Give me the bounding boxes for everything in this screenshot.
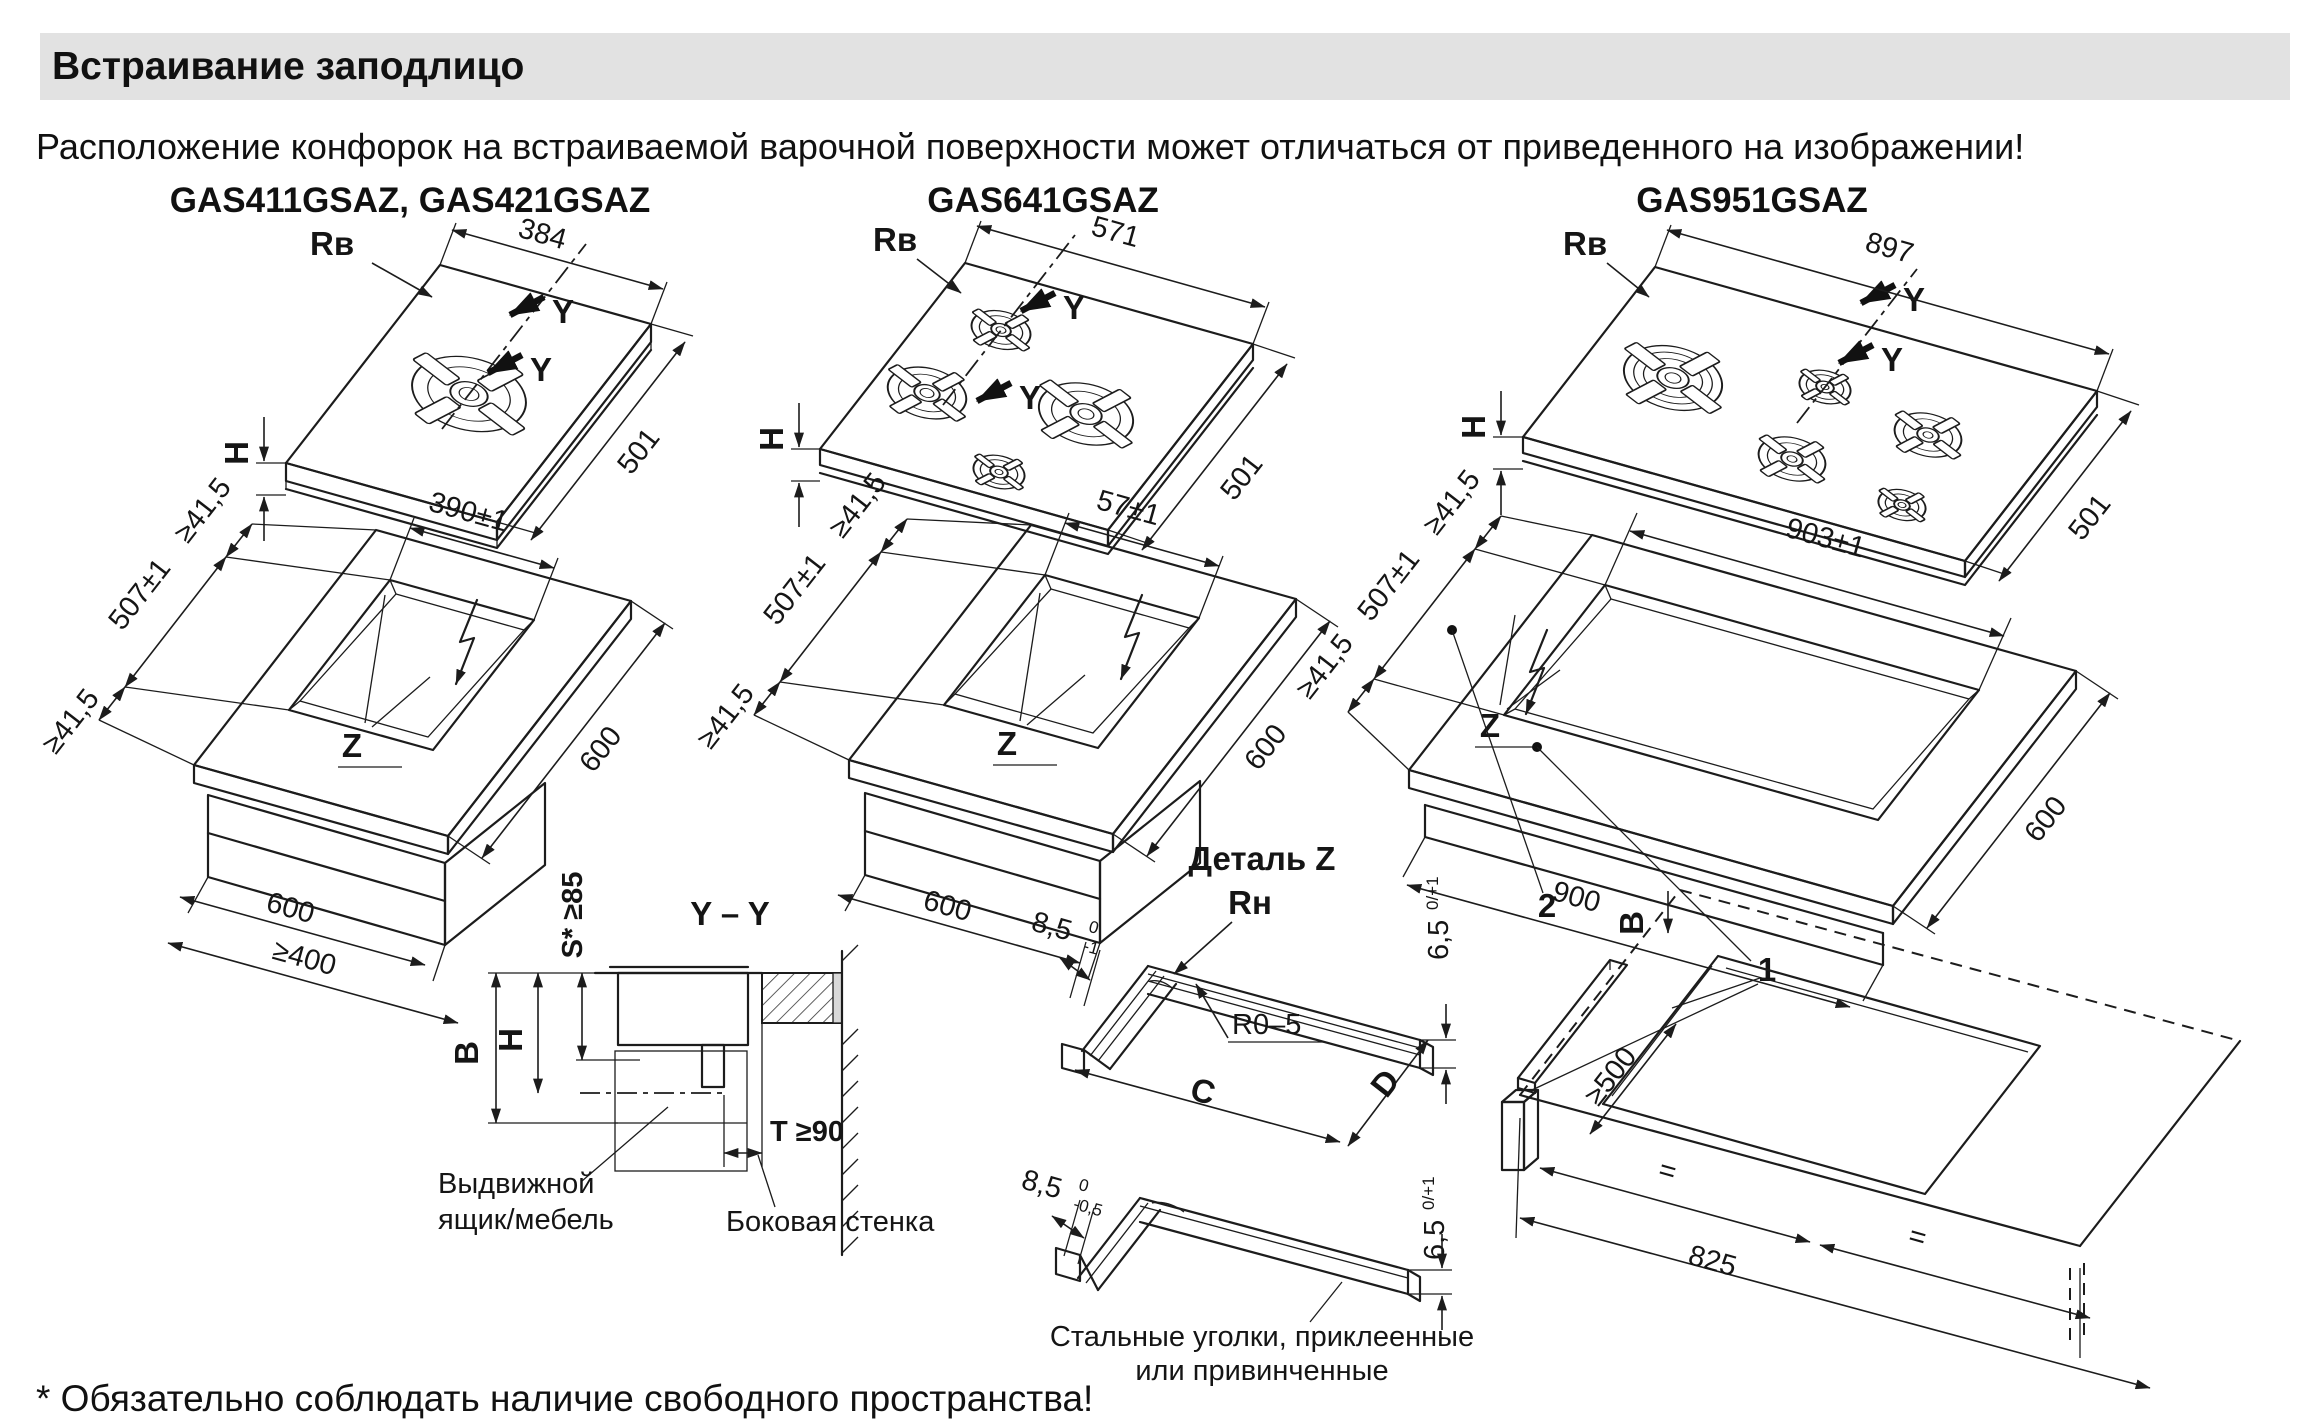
section-mark-y: Y — [552, 293, 574, 330]
dim-height-h: H — [753, 427, 790, 451]
dim-height-h: H — [1455, 415, 1492, 439]
burner-icon — [1757, 434, 1827, 484]
drawer-label-line2: ящик/мебель — [438, 1204, 614, 1236]
section-yy-drawing: Y – Y S* ≥85 H B T ≥90 Выдвижной ящик/ме… — [438, 872, 935, 1257]
dim-clearance-front: ≥41,5 — [1290, 628, 1360, 705]
burner-icon — [972, 453, 1026, 491]
svg-text:6,5: 6,5 — [1419, 1220, 1451, 1260]
detail-mark-z: Z — [342, 727, 362, 764]
corner-radius-label: Rв — [1563, 225, 1607, 262]
equal-mark: = — [1905, 1220, 1930, 1255]
dim-height-h: H — [218, 441, 255, 465]
page-title: Встраивание заподлицо — [52, 44, 525, 88]
corner-radius-label: Rв — [310, 225, 354, 262]
dim-cut-width: 57±1 — [1093, 484, 1164, 532]
burner-icon — [886, 364, 968, 422]
svg-text:-0,5: -0,5 — [1071, 1194, 1104, 1220]
dim-85-bottom: 8,5 0 -0,5 — [1018, 1164, 1104, 1221]
detail-mark-z: Z — [1480, 707, 1500, 744]
axis-d: D — [1363, 1062, 1407, 1104]
axis-c: C — [1187, 1070, 1220, 1112]
detail-mark-z: Z — [997, 725, 1017, 762]
dim-angle-spacing: 825 — [1685, 1239, 1740, 1283]
drawer-label-line1: Выдвижной — [438, 1168, 594, 1200]
svg-text:0: 0 — [1087, 917, 1101, 938]
dim-65-top: 6,5 0/+1 — [1423, 876, 1455, 960]
dim-clearance-rear: ≥41,5 — [168, 472, 238, 549]
dim-cut-width: 390±1 — [425, 486, 511, 538]
dim-vertical-b: В — [1613, 911, 1650, 935]
intro-note: Расположение конфорок на встраиваемой ва… — [36, 126, 2025, 167]
section-header-bar: Встраивание заподлицо — [40, 33, 2290, 100]
dim-85-top: 8,5 0 -1 — [1028, 906, 1101, 959]
dim-cut-depth: 507±1 — [103, 553, 178, 636]
steel-angles-caption-2: или привинченные — [1135, 1355, 1388, 1387]
burner-icon — [1893, 410, 1963, 460]
footnote: * Обязательно соблюдать наличие свободно… — [36, 1378, 1094, 1419]
dim-hob-width: 571 — [1088, 210, 1143, 254]
equal-mark: = — [1655, 1154, 1680, 1189]
steel-angle-front — [1500, 1088, 1540, 1172]
section-mark-y: Y — [1063, 289, 1085, 326]
svg-text:8,5: 8,5 — [1018, 1164, 1065, 1206]
dim-t: T ≥90 — [770, 1116, 844, 1148]
cutout-drawing-gas951: Z 903±1 ≥41,5 507±1 ≥41,5 600 900 2 1 В — [1290, 464, 2119, 1009]
dim-b: B — [448, 1041, 485, 1065]
model-title-1: GAS411GSAZ, GAS421GSAZ — [169, 181, 651, 220]
steel-angle-bottom — [1054, 1196, 1422, 1303]
dim-hob-width: 897 — [1862, 226, 1917, 270]
cutout-drawing-gas411: Z 390±1 ≥41,5 507±1 ≥41,5 600 600 ≥400 — [36, 472, 674, 1024]
radius-label: R0–5 — [1232, 1009, 1301, 1041]
svg-text:8,5: 8,5 — [1028, 906, 1075, 948]
section-mark-y: Y — [530, 351, 552, 388]
section-mark-y: Y — [1019, 379, 1041, 416]
dim-cabinet-width: 600 — [263, 886, 318, 930]
svg-text:-1: -1 — [1081, 936, 1101, 958]
svg-text:0/+1: 0/+1 — [1423, 876, 1442, 910]
dim-65-bottom: 6,5 0/+1 — [1419, 1176, 1451, 1260]
burner-icon — [1037, 379, 1135, 449]
section-title: Y – Y — [690, 895, 770, 932]
dim-clearance-front: ≥41,5 — [691, 678, 761, 755]
model-title-2: GAS641GSAZ — [927, 181, 1159, 220]
svg-text:0: 0 — [1077, 1175, 1091, 1196]
svg-text:0/+1: 0/+1 — [1419, 1176, 1438, 1210]
wall-label: Боковая стенка — [726, 1206, 935, 1238]
dim-min-side: ≥500 — [1579, 1041, 1644, 1111]
corner-radius-label: Rв — [873, 221, 917, 258]
dim-clearance-rear: ≥41,5 — [1417, 464, 1487, 541]
dim-cut-depth: 507±1 — [758, 548, 833, 631]
wall-hatching — [841, 944, 859, 1254]
dim-cabinet-min-width: ≥400 — [269, 934, 340, 982]
dim-cut-width: 903±1 — [1782, 512, 1868, 564]
hob-drawing-gas951: Y Y 897 501 H Rв — [1455, 224, 2140, 587]
dim-free-space: S* ≥85 — [557, 872, 589, 959]
burner-icon — [970, 308, 1032, 352]
burner-icon — [1877, 487, 1927, 523]
detail-z-drawing: Деталь Z Rн 8,5 0 -1 R0–5 C D 6,5 0/+1 — [1018, 840, 1474, 1387]
dim-clearance-rear: ≥41,5 — [823, 467, 893, 544]
svg-text:6,5: 6,5 — [1423, 920, 1455, 960]
cutout-drawing-gas641: Z 57±1 ≥41,5 507±1 ≥41,5 600 600 — [691, 467, 1339, 980]
dim-clearance-front: ≥41,5 — [36, 683, 106, 760]
dim-cut-depth: 507±1 — [1352, 544, 1427, 627]
steel-angles-caption-1: Стальные уголки, приклеенные — [1050, 1321, 1474, 1353]
worktop-angles-drawing: ≥500 = = 825 — [1500, 889, 2242, 1390]
callout-2: 2 — [1538, 887, 1556, 924]
model-title-3: GAS951GSAZ — [1636, 181, 1868, 220]
detail-title: Деталь Z — [1189, 840, 1336, 877]
dim-h: H — [492, 1028, 529, 1052]
burner-icon — [1622, 342, 1724, 414]
corner-radius-bottom-label: Rн — [1228, 884, 1272, 921]
section-mark-y: Y — [1881, 341, 1903, 378]
